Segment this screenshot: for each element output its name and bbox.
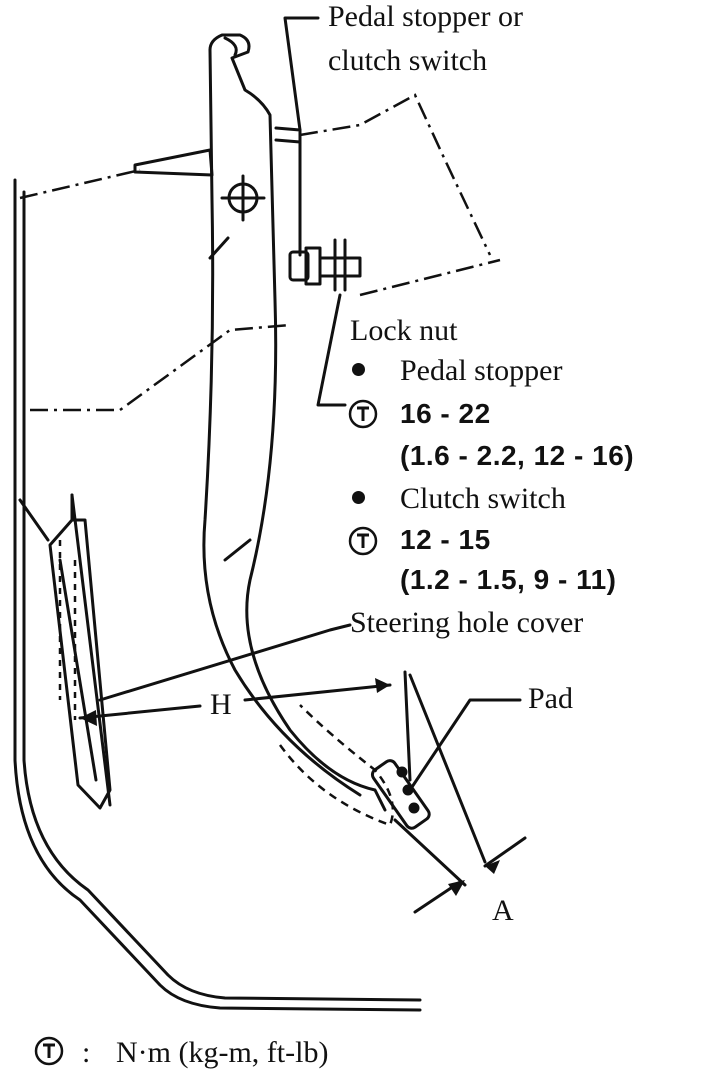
pedal-slot (208, 236, 230, 260)
stopper-bolt-body (318, 256, 362, 278)
legend-torque-icon (34, 1036, 64, 1066)
label-lock-nut: Lock nut (350, 314, 458, 347)
dimension-a-line (393, 818, 467, 887)
label-pedal-stopper-or-clutch-switch-1: Pedal stopper or (328, 0, 523, 33)
upper-bracket (133, 148, 214, 177)
leader-lock-nut (316, 293, 347, 407)
leader-steering-hole-cover (98, 623, 352, 702)
label-pedal-stopper: Pedal stopper (400, 354, 563, 387)
label-clutch-switch: Clutch switch (400, 482, 566, 515)
arrow-a-2 (485, 860, 500, 874)
pedal-released-ghost (278, 704, 395, 827)
arrow-a-1 (448, 880, 465, 896)
pedal-arm-left-edge (208, 33, 387, 812)
torque-clutch-switch-alt: (1.2 - 1.5, 9 - 11) (400, 564, 617, 595)
dimension-a-arrow2 (483, 836, 527, 868)
label-dimension-a: A (492, 894, 514, 927)
leader-pedal-stopper (283, 16, 320, 132)
torque-icon (348, 526, 378, 556)
label-pedal-stopper-or-clutch-switch-2: clutch switch (328, 44, 488, 77)
firewall-outline-outer (13, 178, 422, 1012)
pedal-mark (223, 538, 252, 562)
label-steering-hole-cover: Steering hole cover (350, 606, 584, 639)
legend-separator: : (82, 1036, 91, 1069)
torque-icon (348, 399, 378, 429)
dimension-h-line (243, 683, 392, 702)
torque-pedal-stopper-alt: (1.6 - 2.2, 12 - 16) (400, 440, 635, 471)
label-pad: Pad (528, 682, 573, 715)
dimension-h-ext (403, 670, 412, 782)
ref-line-middle (359, 258, 501, 297)
torque-clutch-switch-nm: 12 - 15 (400, 524, 491, 555)
bullet-clutch-switch (352, 491, 365, 504)
leader-pad (408, 698, 522, 792)
pedal-arm-right-edge (202, 48, 362, 797)
arrow-h-right (375, 678, 390, 693)
torque-pedal-stopper-nm: 16 - 22 (400, 398, 491, 429)
pedal-hook (223, 36, 238, 57)
ref-line-upper (19, 93, 492, 256)
legend-units: N·m (kg-m, ft-lb) (116, 1036, 329, 1069)
plate-hidden (58, 540, 77, 720)
arrow-h-left (80, 710, 97, 726)
label-dimension-h: H (210, 688, 232, 721)
bullet-pedal-stopper (352, 363, 365, 376)
firewall-outline-inner (22, 190, 422, 1002)
ref-line-lower (30, 323, 291, 412)
